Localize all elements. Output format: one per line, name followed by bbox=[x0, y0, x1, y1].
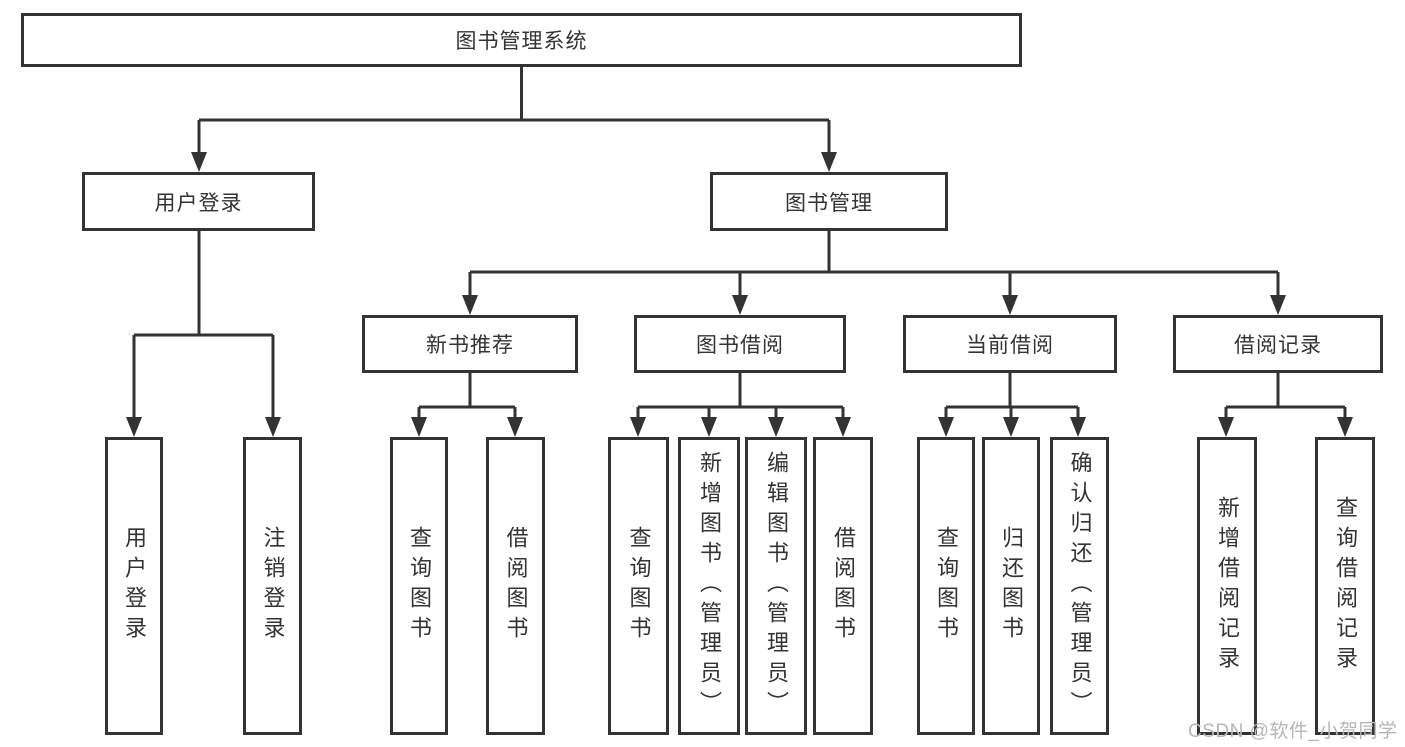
node-label: 查询图书 bbox=[934, 526, 959, 646]
leaf-return-books: 归还图书 bbox=[982, 437, 1040, 735]
node-label: 借阅记录 bbox=[1234, 334, 1322, 357]
node-book-borrow: 图书借阅 bbox=[634, 315, 846, 373]
node-label: 当前借阅 bbox=[966, 334, 1054, 357]
node-label: 借阅图书 bbox=[503, 526, 529, 646]
node-label: 新增图书（管理员） bbox=[697, 451, 722, 721]
leaf-add-book-admin: 新增图书（管理员） bbox=[678, 437, 740, 735]
node-label: 查询图书 bbox=[626, 526, 652, 646]
leaf-user-login: 用户登录 bbox=[105, 437, 163, 735]
node-user-login-branch: 用户登录 bbox=[82, 172, 315, 231]
node-label: 新书推荐 bbox=[426, 334, 514, 357]
node-label: 用户登录 bbox=[122, 526, 147, 646]
node-book-management-branch: 图书管理 bbox=[710, 172, 948, 231]
node-label: 编辑图书（管理员） bbox=[764, 451, 789, 721]
leaf-query-books-3: 查询图书 bbox=[917, 437, 975, 735]
node-label: 借阅图书 bbox=[831, 526, 856, 646]
leaf-confirm-return-admin: 确认归还（管理员） bbox=[1050, 437, 1109, 735]
leaf-query-books-1: 查询图书 bbox=[390, 437, 448, 735]
node-label: 注销登录 bbox=[260, 526, 286, 646]
leaf-query-books-2: 查询图书 bbox=[608, 437, 669, 735]
node-label: 图书管理系统 bbox=[455, 30, 588, 53]
arrowhead-icons bbox=[126, 152, 1353, 437]
leaf-borrow-books-1: 借阅图书 bbox=[486, 437, 545, 735]
leaf-logout: 注销登录 bbox=[243, 437, 302, 735]
node-label: 归还图书 bbox=[999, 526, 1024, 646]
node-borrow-records: 借阅记录 bbox=[1173, 315, 1383, 373]
leaf-edit-book-admin: 编辑图书（管理员） bbox=[745, 437, 807, 735]
node-label: 新增借阅记录 bbox=[1215, 496, 1240, 676]
node-label: 查询借阅记录 bbox=[1333, 496, 1358, 676]
node-label: 用户登录 bbox=[154, 191, 243, 215]
node-label: 图书借阅 bbox=[696, 334, 784, 357]
csdn-watermark: CSDN @软件_小贺同学 bbox=[1188, 721, 1398, 742]
leaf-query-borrow-record: 查询借阅记录 bbox=[1315, 437, 1375, 735]
node-current-borrow: 当前借阅 bbox=[903, 315, 1117, 373]
node-label: 查询图书 bbox=[407, 526, 432, 646]
leaf-borrow-books-2: 借阅图书 bbox=[813, 437, 873, 735]
node-label: 图书管理 bbox=[785, 191, 873, 215]
node-new-book-recommend: 新书推荐 bbox=[362, 315, 578, 373]
node-label: 确认归还（管理员） bbox=[1067, 451, 1093, 721]
node-root-system: 图书管理系统 bbox=[21, 13, 1022, 67]
leaf-add-borrow-record: 新增借阅记录 bbox=[1197, 437, 1257, 735]
